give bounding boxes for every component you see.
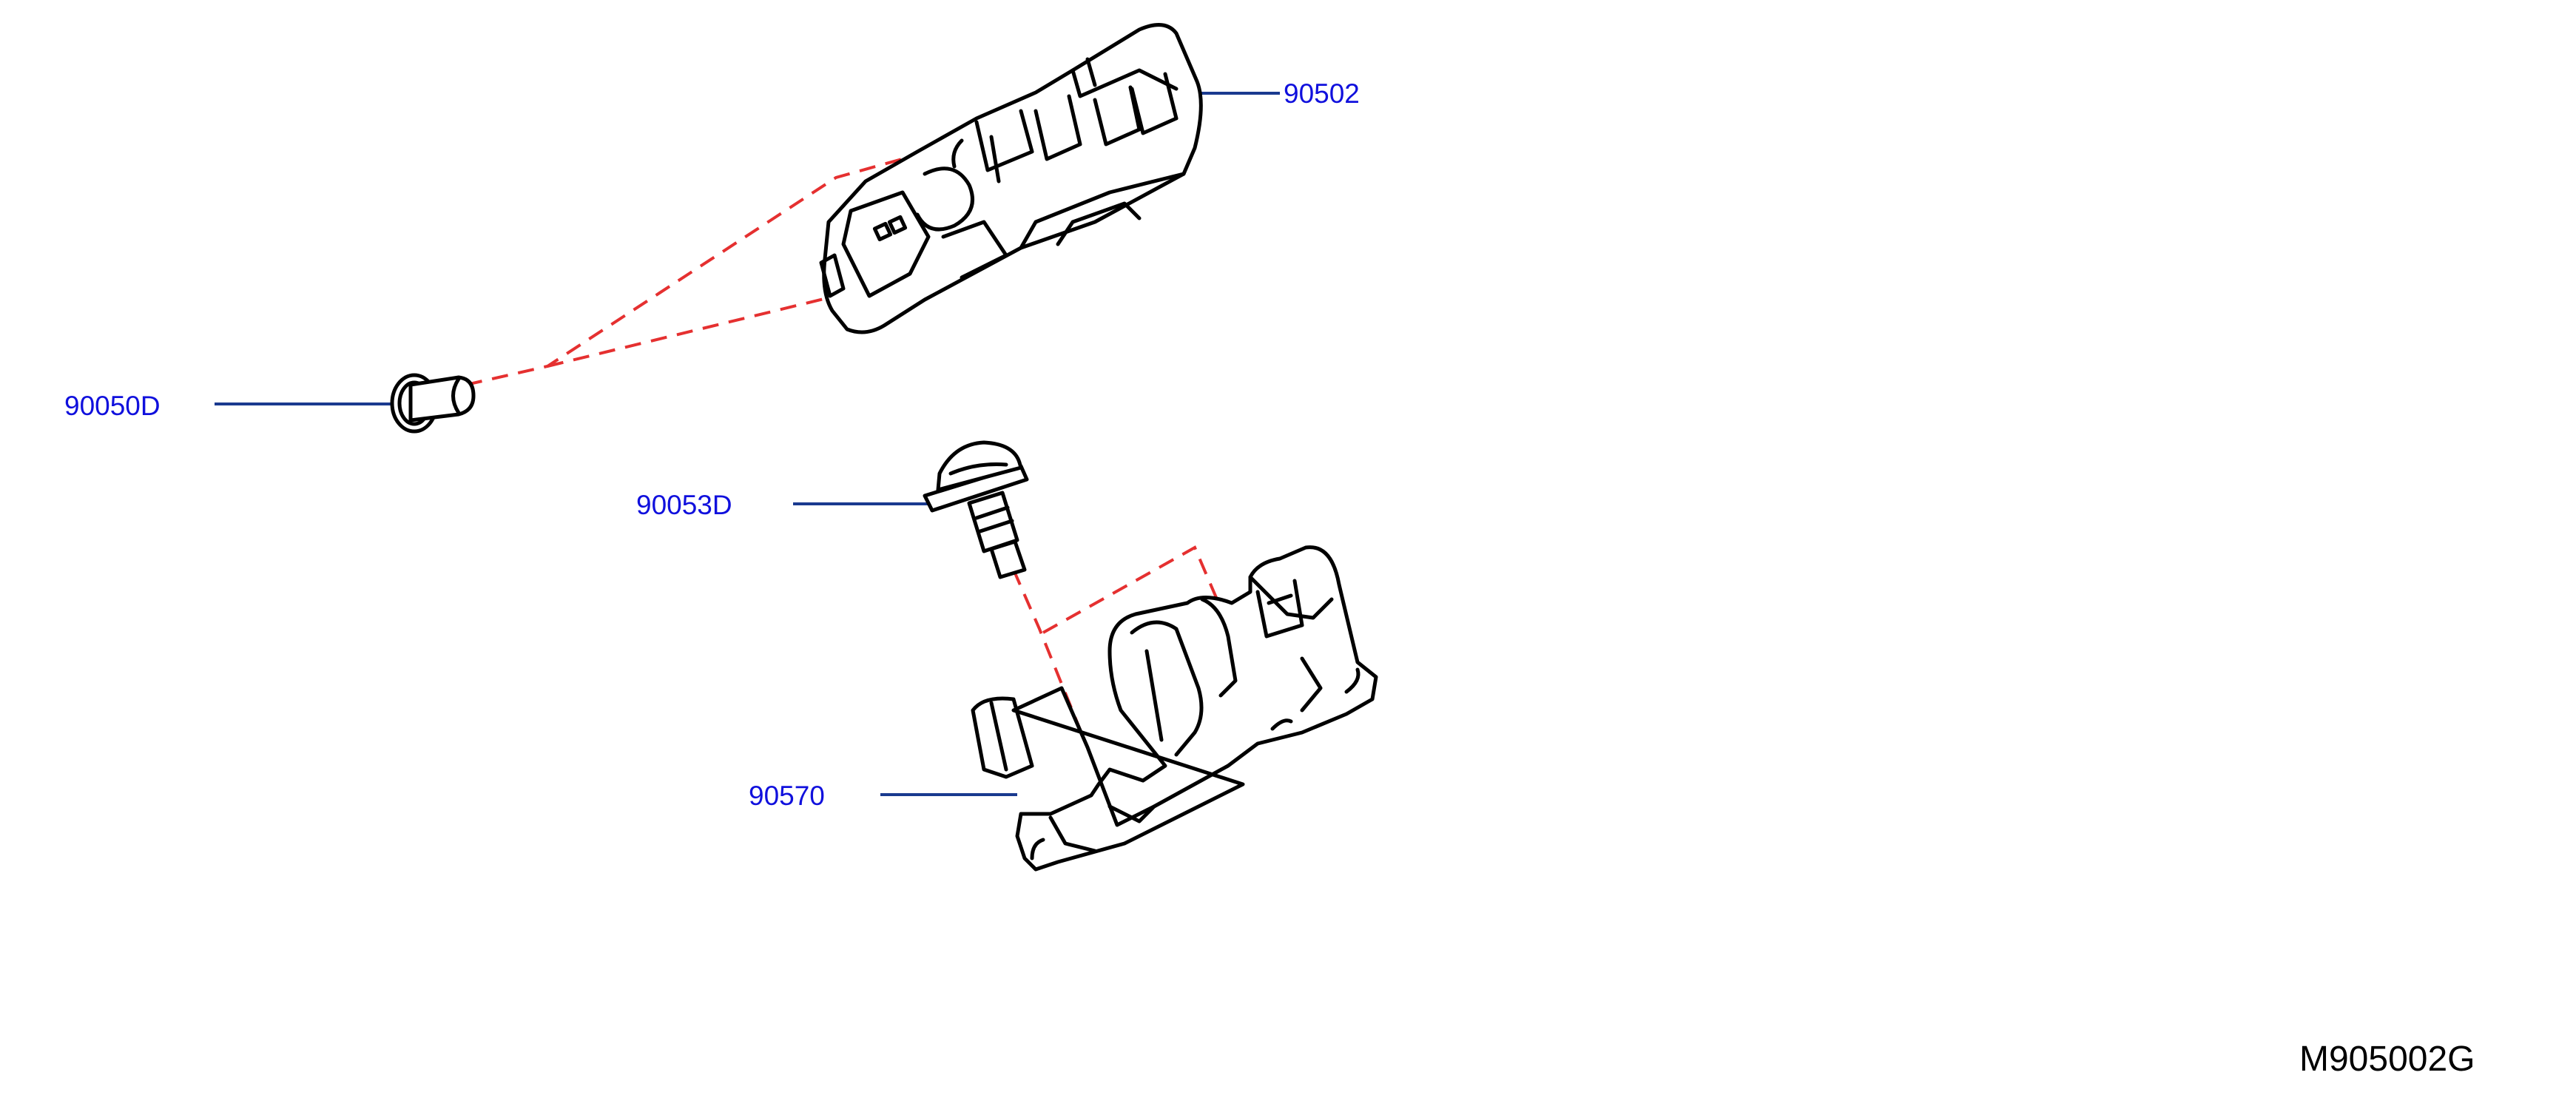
- leader-lines: [215, 92, 1280, 796]
- callout-bracket: 90570: [749, 781, 825, 811]
- callout-clip: 90050D: [64, 391, 161, 421]
- callout-actuator: 90502: [1284, 78, 1360, 109]
- diagram-code: M905002G: [2299, 1040, 2475, 1079]
- screw-guide: [1012, 569, 1119, 822]
- actuator-part: [819, 23, 1203, 334]
- callout-screw: 90053D: [636, 490, 732, 520]
- bracket-part: [971, 545, 1378, 872]
- screw-part: [923, 440, 1029, 579]
- clip-guide-lower: [547, 294, 837, 368]
- clip-part: [390, 373, 476, 434]
- clip-guide-upper: [465, 150, 929, 386]
